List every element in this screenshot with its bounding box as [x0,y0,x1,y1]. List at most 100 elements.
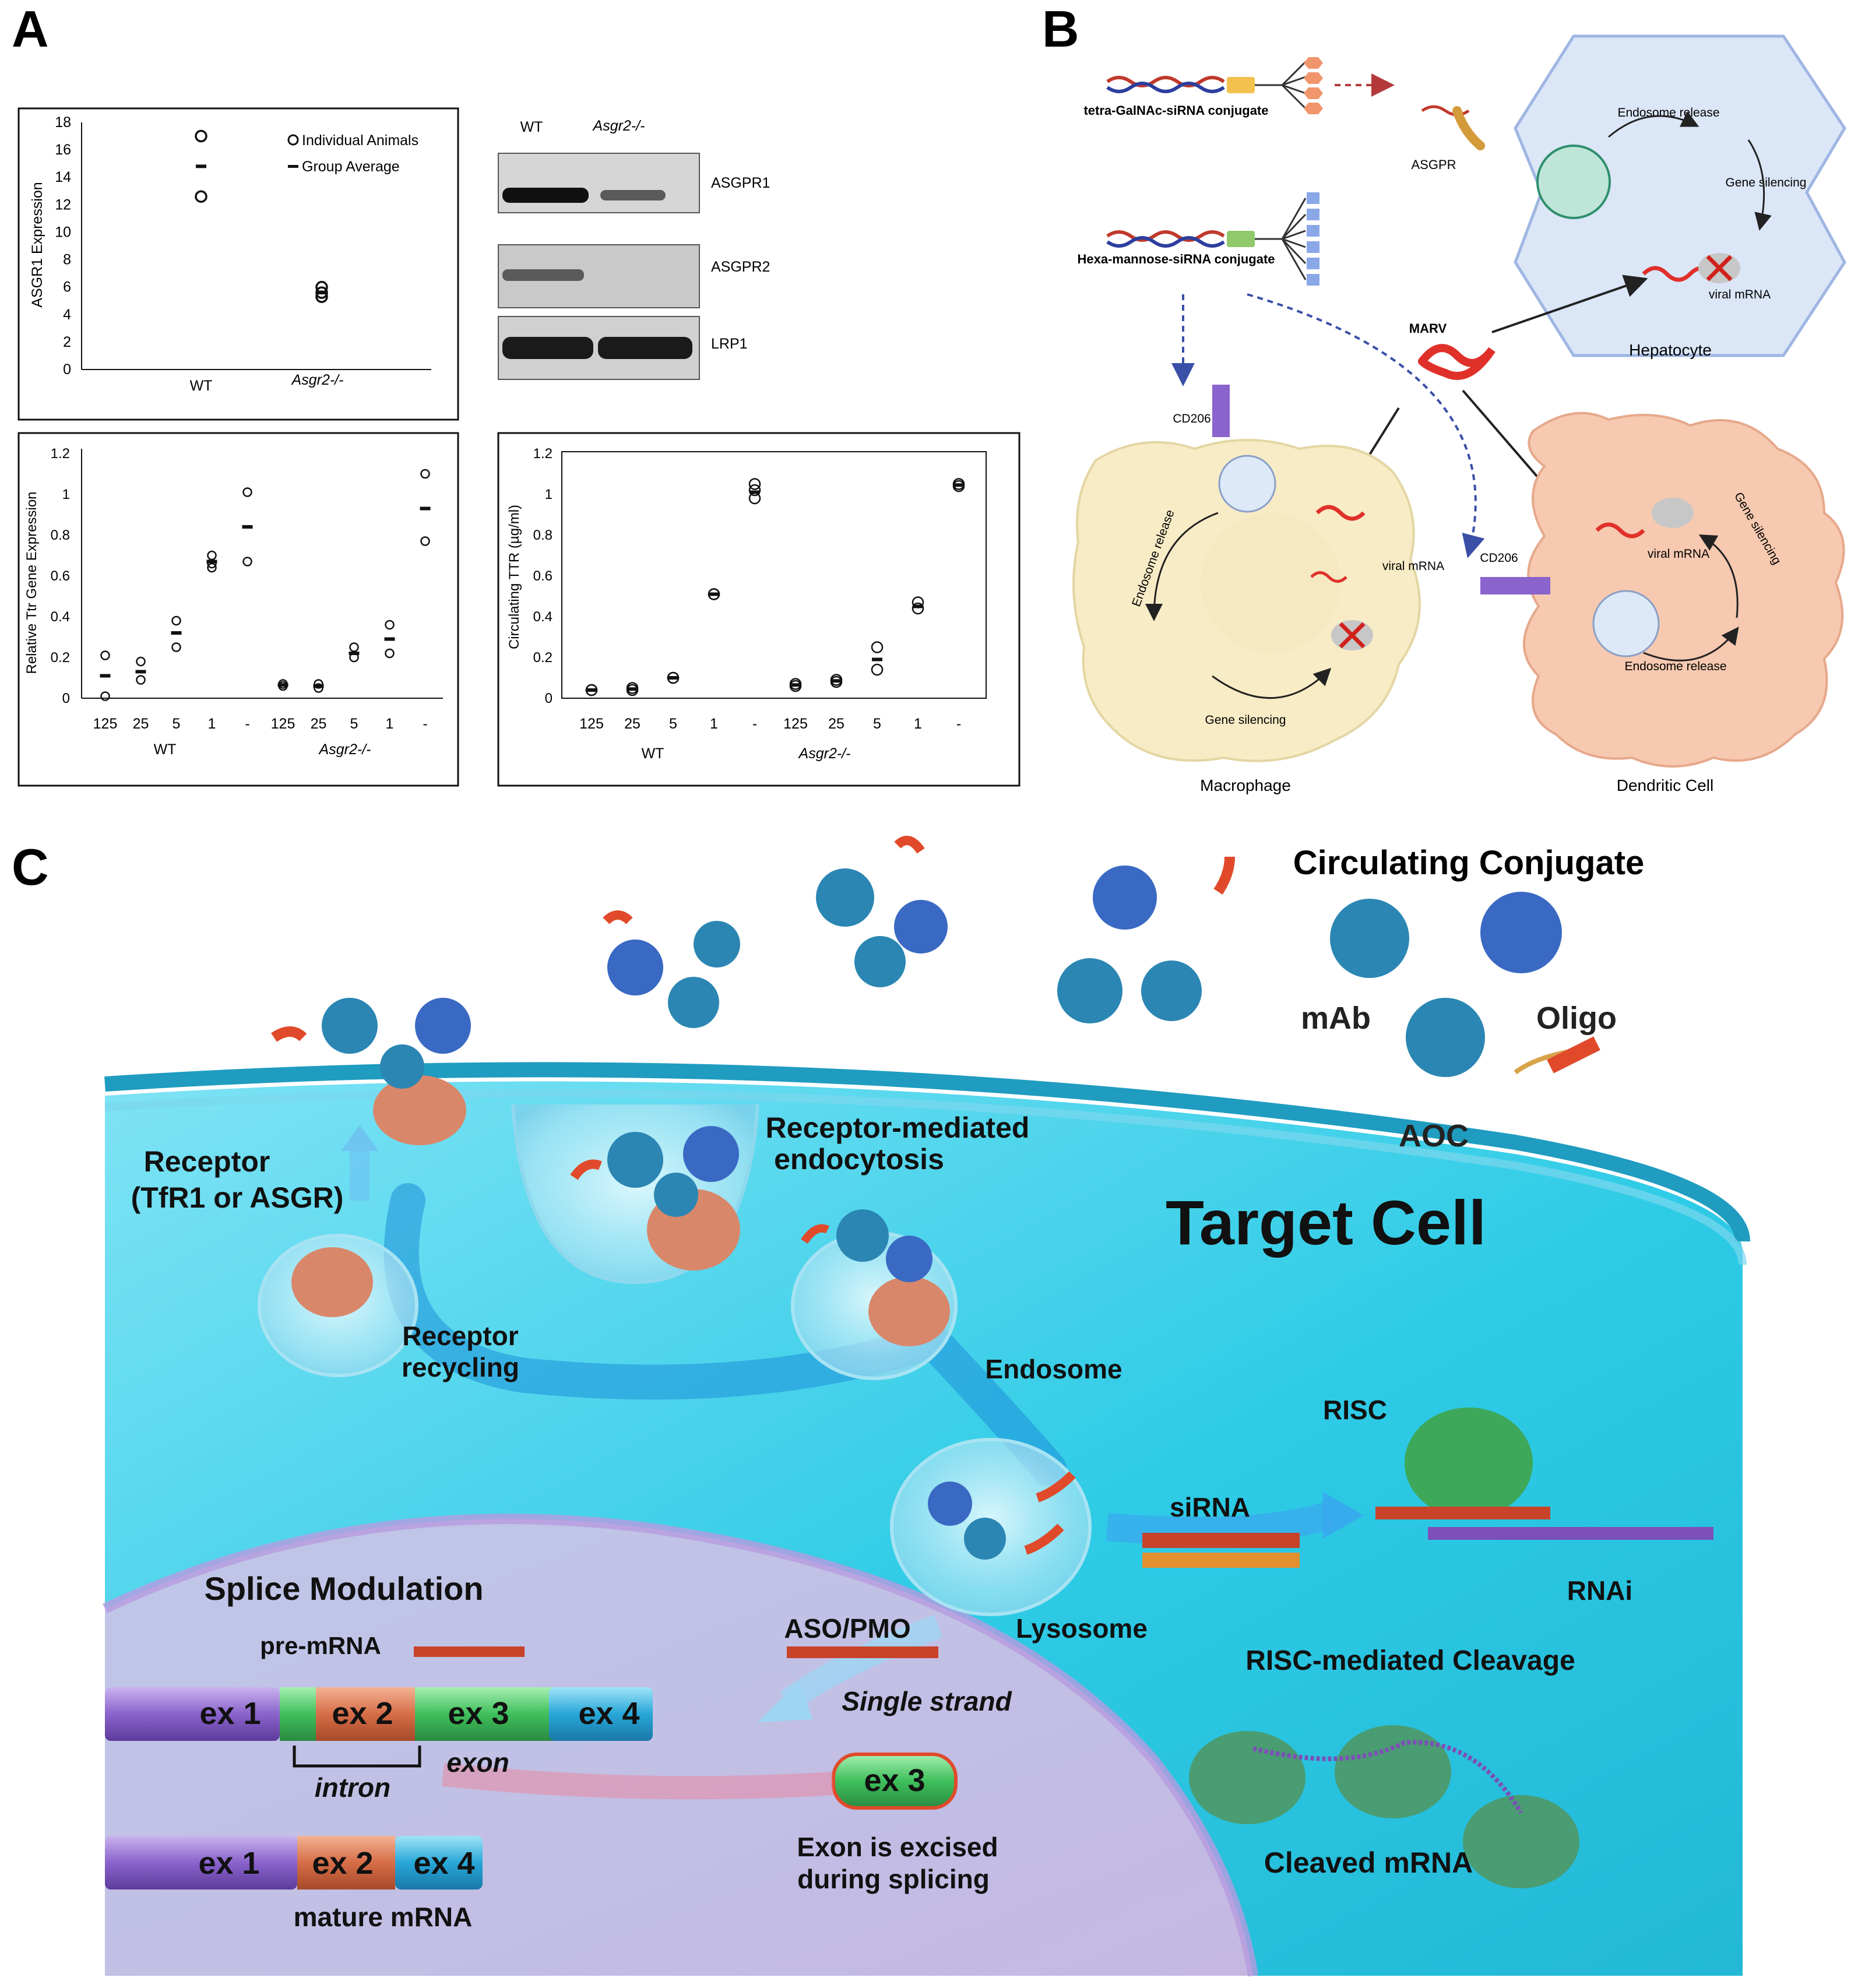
ttr-protein-xtick-label: 5 [669,716,677,732]
asgr1-average [316,291,327,295]
ttr-gene-average [313,684,324,688]
ttr-gene-xtick-label: - [423,716,427,732]
asgr1-ytick-label: 0 [63,361,71,378]
mannose-label: Hexa-mannose-siRNA conjugate [1077,252,1275,266]
macrophage-viral-mrna: viral mRNA [1382,560,1444,573]
aso-strand-icon [787,1646,938,1658]
ttr-gene-average [100,674,111,678]
exon-label: exon [446,1747,509,1778]
ttr-gene-plot: Relative Ttr Gene Expression 00.20.40.60… [17,432,459,787]
target-cell-label: Target Cell [1166,1187,1486,1258]
endosome-label: Endosome [985,1354,1122,1384]
risc-cleavage-icon [1189,1725,1579,1888]
blot-label-lrp1: LRP1 [711,336,748,352]
risc-complex-icon [1405,1408,1533,1518]
ttr-protein-frame [497,432,1021,787]
asgpr-receptor-icon [1452,106,1485,150]
sirna-label: siRNA [1170,1492,1250,1522]
hepatocyte-endosome [1536,145,1611,219]
ttr-protein-point [871,641,884,653]
ttr-protein-xtick-label: 25 [624,716,641,732]
ttr-gene-average [206,560,217,564]
ttr-gene-point [100,691,110,701]
ttr-gene-average [135,670,146,674]
mab-label: mAb [1301,1001,1371,1036]
hepatocyte-endosome-label: Endosome release [1617,106,1719,119]
ttr-protein-xtick-label: 125 [579,716,604,732]
ttr-protein-xtick-label: 25 [828,716,844,732]
ttr-gene-marks [100,469,431,701]
asgr1-ytick-label: 16 [55,142,71,158]
ttr-protein-xtick-label: - [752,716,757,732]
ttr-gene-yticks: 00.20.40.60.811.2 [51,446,70,706]
target-cell-membrane [104,1062,1750,1242]
ttr-protein-average [709,592,719,596]
risc-label: RISC [1323,1395,1387,1425]
ttr-gene-xtick-label: 25 [311,716,327,732]
lysosome-label: Lysosome [1016,1613,1148,1644]
hepatocyte-viral-mrna: viral mRNA [1709,288,1771,301]
ttr-protein-xtick-label: 5 [873,716,881,732]
panel-b-letter: B [1042,0,1079,58]
ttr-gene-xtick-label: 5 [350,716,358,732]
receptor-endosome-icon [868,1276,950,1346]
legend-average-label: Group Average [302,159,400,175]
receptor-sub-label: (TfR1 or ASGR) [131,1181,344,1214]
legend-individual-label: Individual Animals [302,132,418,149]
recycling-label-2: recycling [402,1352,519,1382]
ttr-protein-group-wt: WT [642,745,664,762]
ttr-gene-point [349,642,359,652]
mature-ex2-label: ex 2 [312,1846,373,1881]
mannose-arrow-dendritic [1247,293,1485,558]
ttr-protein-point [912,602,924,615]
ttr-gene-point [100,650,110,660]
antibody-endosome-icon [801,1209,932,1282]
ttr-gene-average [171,631,182,635]
recycling-label: Receptor [402,1321,518,1351]
ttr-protein-group-ko: Asgr2-/- [798,745,851,762]
ttr-protein-xtick-label: - [956,716,961,732]
receptor-surface-icon [373,1075,466,1145]
ttr-protein-yticks: 00.20.40.60.811.2 [533,446,553,706]
dendritic-endosome [1592,590,1660,657]
trafficking-arrow [383,1183,1067,1486]
hepatocyte-cross-icon [1706,255,1733,282]
ttr-protein-plot: Circulating TTR (µg/ml) 00.20.40.60.811.… [497,432,1021,787]
receptor-recycling-icon [291,1247,373,1317]
ttr-protein-average [953,483,964,487]
ttr-gene-point [171,615,181,626]
intron-label: intron [315,1772,390,1803]
ttr-gene-point [136,675,146,685]
rnai-label: RNAi [1567,1575,1632,1606]
ttr-gene-average [420,506,431,511]
hepatocyte-cell: ASGPR Endosome release Gene silencing vi… [1411,34,1846,359]
rme-label: Receptor-mediated [766,1111,1030,1144]
asgr1-ytick-label: 4 [63,307,71,323]
ttr-protein-point [748,478,761,490]
ttr-protein-average [586,688,597,692]
dendritic-viral-mrna: viral mRNA [1648,547,1709,561]
pre-mrna-intron-a [280,1687,316,1741]
macrophage-cd206-label: CD206 [1173,412,1210,425]
macrophage-cross-icon [1339,622,1366,649]
ttr-protein-point [871,663,884,676]
risc-sirna-strand [1375,1507,1550,1519]
antibody-lysosome-icon [928,1471,1076,1560]
galnac-conjugate-icon [1106,57,1323,114]
ttr-protein-ytick-label: 0.6 [533,568,553,584]
ttr-gene-xtick-label: - [245,716,249,732]
ttr-gene-point [385,648,395,659]
mature-mrna-label: mature mRNA [294,1902,473,1932]
asgr1-frame [17,107,459,421]
circulating-conjugate-label: Circulating Conjugate [1293,844,1645,882]
asgr1-ylabel: ASGR1 Expression [29,182,45,307]
excised-label: Exon is excised [797,1832,998,1862]
hepatocyte-endosome-label-text: Endosome release [1617,106,1719,119]
panel-c-letter: C [12,838,49,896]
blot-label-asgpr2: ASGPR2 [711,259,770,275]
ttr-gene-point [242,557,252,567]
